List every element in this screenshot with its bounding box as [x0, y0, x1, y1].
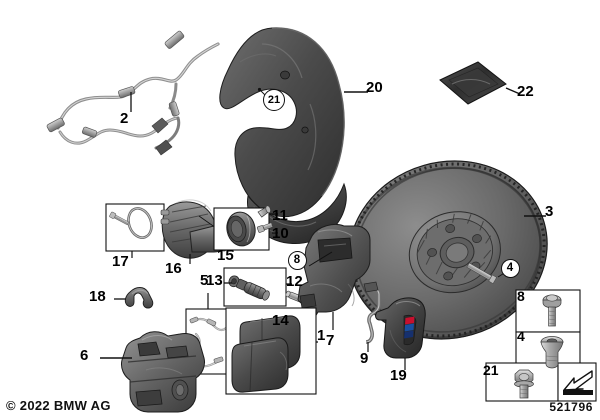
callout-11[interactable]: 11: [272, 207, 288, 224]
bolt-21: [514, 369, 534, 399]
callout-4-boxed[interactable]: 4: [517, 328, 525, 344]
callout-17[interactable]: 17: [112, 253, 129, 270]
part-17-seal-kit: [105, 203, 165, 258]
part-19-m-caliper-cover: [375, 297, 426, 370]
callout-8-boxed[interactable]: 8: [517, 288, 525, 304]
callout-21-circled[interactable]: 21: [263, 89, 285, 111]
part-1-brake-pad-set: [225, 307, 318, 395]
screw-4: [540, 336, 564, 369]
callout-16[interactable]: 16: [165, 260, 182, 277]
callout-9[interactable]: 9: [360, 350, 369, 367]
callout-10[interactable]: 10: [272, 225, 289, 242]
callout-19[interactable]: 19: [390, 367, 407, 384]
part-9-retaining-clip: [363, 281, 381, 352]
callout-20[interactable]: 20: [366, 79, 383, 96]
part-10-bleeder-valve: [256, 222, 278, 234]
part-7-caliper-carrier: [297, 223, 371, 330]
part-6-caliper-housing: [100, 331, 205, 413]
callout-14[interactable]: 14: [272, 312, 289, 329]
callout-4-circled[interactable]: 4: [500, 258, 520, 278]
diagram-part-number: 521796: [549, 400, 593, 414]
callout-8-circled[interactable]: 8: [287, 250, 307, 270]
callout-22[interactable]: 22: [517, 83, 534, 100]
callout-3[interactable]: 3: [545, 203, 554, 220]
callout-2[interactable]: 2: [120, 110, 129, 127]
part-18-spring-clip: [114, 287, 154, 309]
callout-12[interactable]: 12: [286, 273, 303, 290]
direction-arrow-icon: [563, 370, 593, 395]
bolt-8: [542, 294, 562, 327]
part-4-locating-screw: [466, 262, 507, 285]
callout-1[interactable]: 1: [317, 327, 326, 344]
part-11-bleeder-cap: [257, 205, 278, 218]
callout-18[interactable]: 18: [89, 288, 106, 305]
part-12-13-guide-pin-boot: [223, 267, 292, 307]
callout-21-boxed[interactable]: 21: [483, 362, 499, 378]
part-2-wear-sensor-cable: [46, 30, 220, 156]
callout-5[interactable]: 5: [200, 272, 209, 289]
part-22-grease-packet: [439, 61, 521, 105]
callout-15[interactable]: 15: [217, 247, 234, 264]
callout-6[interactable]: 6: [80, 347, 89, 364]
callout-7[interactable]: 7: [326, 332, 335, 349]
copyright-notice: © 2022 BMW AG: [6, 398, 111, 413]
callout-13[interactable]: 13: [206, 272, 223, 289]
hardware-inset-group: [485, 289, 597, 402]
